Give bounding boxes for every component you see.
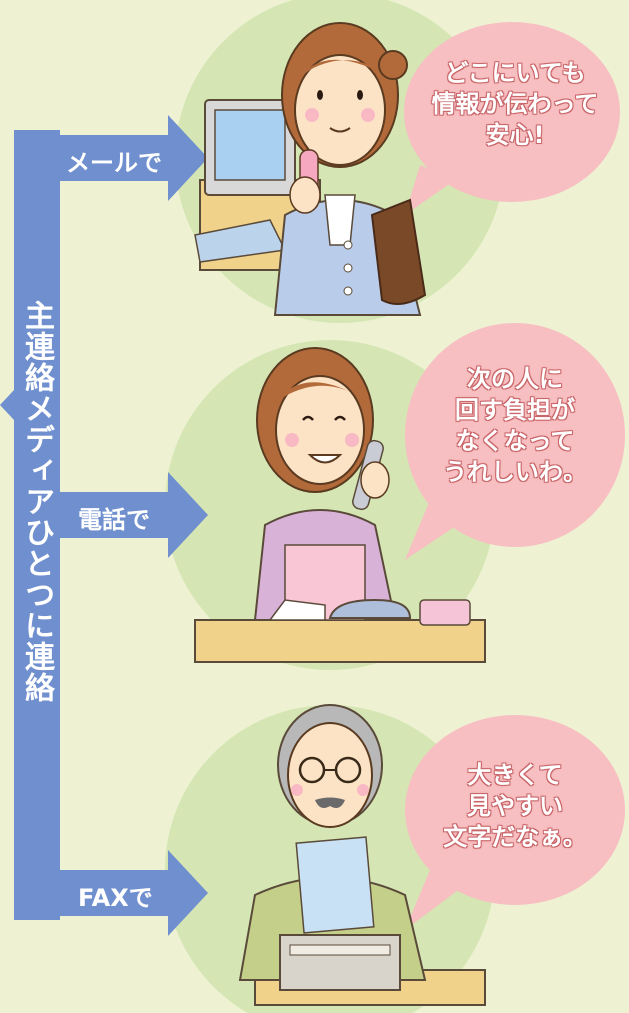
fax-speech-line: 大きくて <box>467 761 563 789</box>
mail-speech-line: どこにいても <box>444 59 586 87</box>
phone-speech-line: 次の人に <box>467 365 563 393</box>
speech-bubbles <box>404 22 625 930</box>
fax-bubble <box>405 715 625 905</box>
man-fax-illustration <box>238 704 486 1006</box>
main-label: 主連絡メディアひとつに連絡 <box>19 300 54 703</box>
mail-bubble <box>404 22 620 202</box>
phone-speech-line: うれしいわ。 <box>443 458 587 486</box>
mail-speech: どこにいても 情報が伝わって 安心! <box>417 58 613 151</box>
phone-bubble-tail <box>405 500 465 560</box>
phone-branch-label: 電話で <box>78 506 150 534</box>
phone-speech: 次の人に 回す負担が なくなって うれしいわ。 <box>417 364 613 488</box>
phone-speech-line: 回す負担が <box>455 396 575 424</box>
fax-bubble-tail <box>405 870 465 930</box>
mail-branch-label: メールで <box>66 149 162 177</box>
phone-speech-line: なくなって <box>455 427 575 455</box>
mail-speech-line: 情報が伝わって <box>431 90 599 118</box>
trunk-left-tip <box>0 390 14 420</box>
mail-arrow <box>60 115 208 201</box>
main-trunk <box>14 130 60 920</box>
fax-speech-line: 文字だなぁ。 <box>443 823 587 851</box>
fax-speech-line: 見やすい <box>467 792 563 820</box>
fax-branch-label: FAXで <box>78 884 153 912</box>
flow-arrows <box>0 115 208 936</box>
mail-bubble-tail <box>405 165 455 215</box>
phone-bubble <box>405 323 625 547</box>
fax-speech: 大きくて 見やすい 文字だなぁ。 <box>417 760 613 853</box>
woman-computer-illustration <box>194 22 427 316</box>
phone-arrow <box>60 472 208 558</box>
woman-phone-illustration <box>194 347 486 663</box>
fax-arrow <box>60 850 208 936</box>
main-label-container: 主連絡メディアひとつに連絡 <box>14 300 58 780</box>
mail-speech-line: 安心! <box>485 121 545 149</box>
